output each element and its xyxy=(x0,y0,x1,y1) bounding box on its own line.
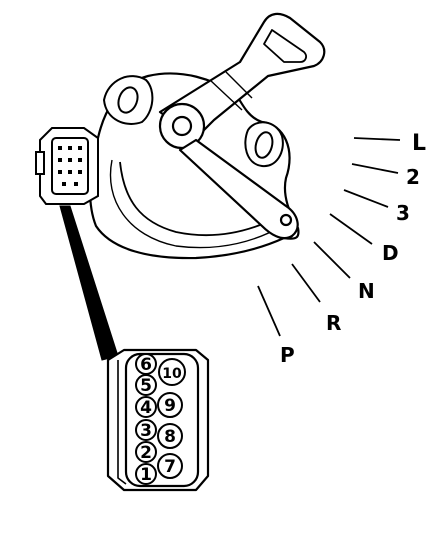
position-label-N: N xyxy=(358,279,375,303)
leader-line-L xyxy=(353,137,401,141)
connector-pins: 123 456 7 8 9 10 xyxy=(135,353,186,485)
body-connector xyxy=(35,127,99,205)
pin-circle-2 xyxy=(135,441,157,463)
leader-line-R xyxy=(291,263,321,303)
pin-label-10: 10 xyxy=(162,366,182,382)
mounting-ear-left xyxy=(102,75,154,125)
position-label-R: R xyxy=(326,311,341,335)
leader-line-D xyxy=(329,213,373,245)
pin-circle-8 xyxy=(157,423,183,449)
position-label-2: 2 xyxy=(406,165,420,189)
pin-label-4: 4 xyxy=(140,398,152,418)
pin-label-3: 3 xyxy=(140,421,152,441)
pin-label-5: 5 xyxy=(140,376,152,396)
leader-line-2 xyxy=(351,163,399,174)
position-labels: L 2 3 D N R P xyxy=(280,131,426,367)
pin-circle-10 xyxy=(158,358,186,386)
leader-line-3 xyxy=(343,189,389,208)
position-label-3: 3 xyxy=(396,201,410,225)
pin-circle-6 xyxy=(135,353,157,375)
pin-label-1: 1 xyxy=(140,465,152,485)
pin-label-8: 8 xyxy=(164,427,176,447)
pin-circle-7 xyxy=(157,453,183,479)
position-label-L: L xyxy=(412,131,426,156)
pin-label-6: 6 xyxy=(140,355,152,375)
pin-label-9: 9 xyxy=(164,396,176,416)
leader-line-P xyxy=(257,285,281,337)
pin-label-2: 2 xyxy=(140,443,152,463)
pin-label-7: 7 xyxy=(164,457,176,477)
pin-circle-4 xyxy=(135,396,157,418)
pin-circle-9 xyxy=(157,392,183,418)
pin-circle-1 xyxy=(135,463,157,485)
position-label-P: P xyxy=(280,343,295,367)
position-label-D: D xyxy=(382,241,399,265)
mounting-ear-right xyxy=(244,121,284,168)
control-lever xyxy=(158,12,326,240)
position-lines xyxy=(257,137,401,337)
leader-line-N xyxy=(313,241,351,279)
pin-circle-3 xyxy=(135,419,157,441)
